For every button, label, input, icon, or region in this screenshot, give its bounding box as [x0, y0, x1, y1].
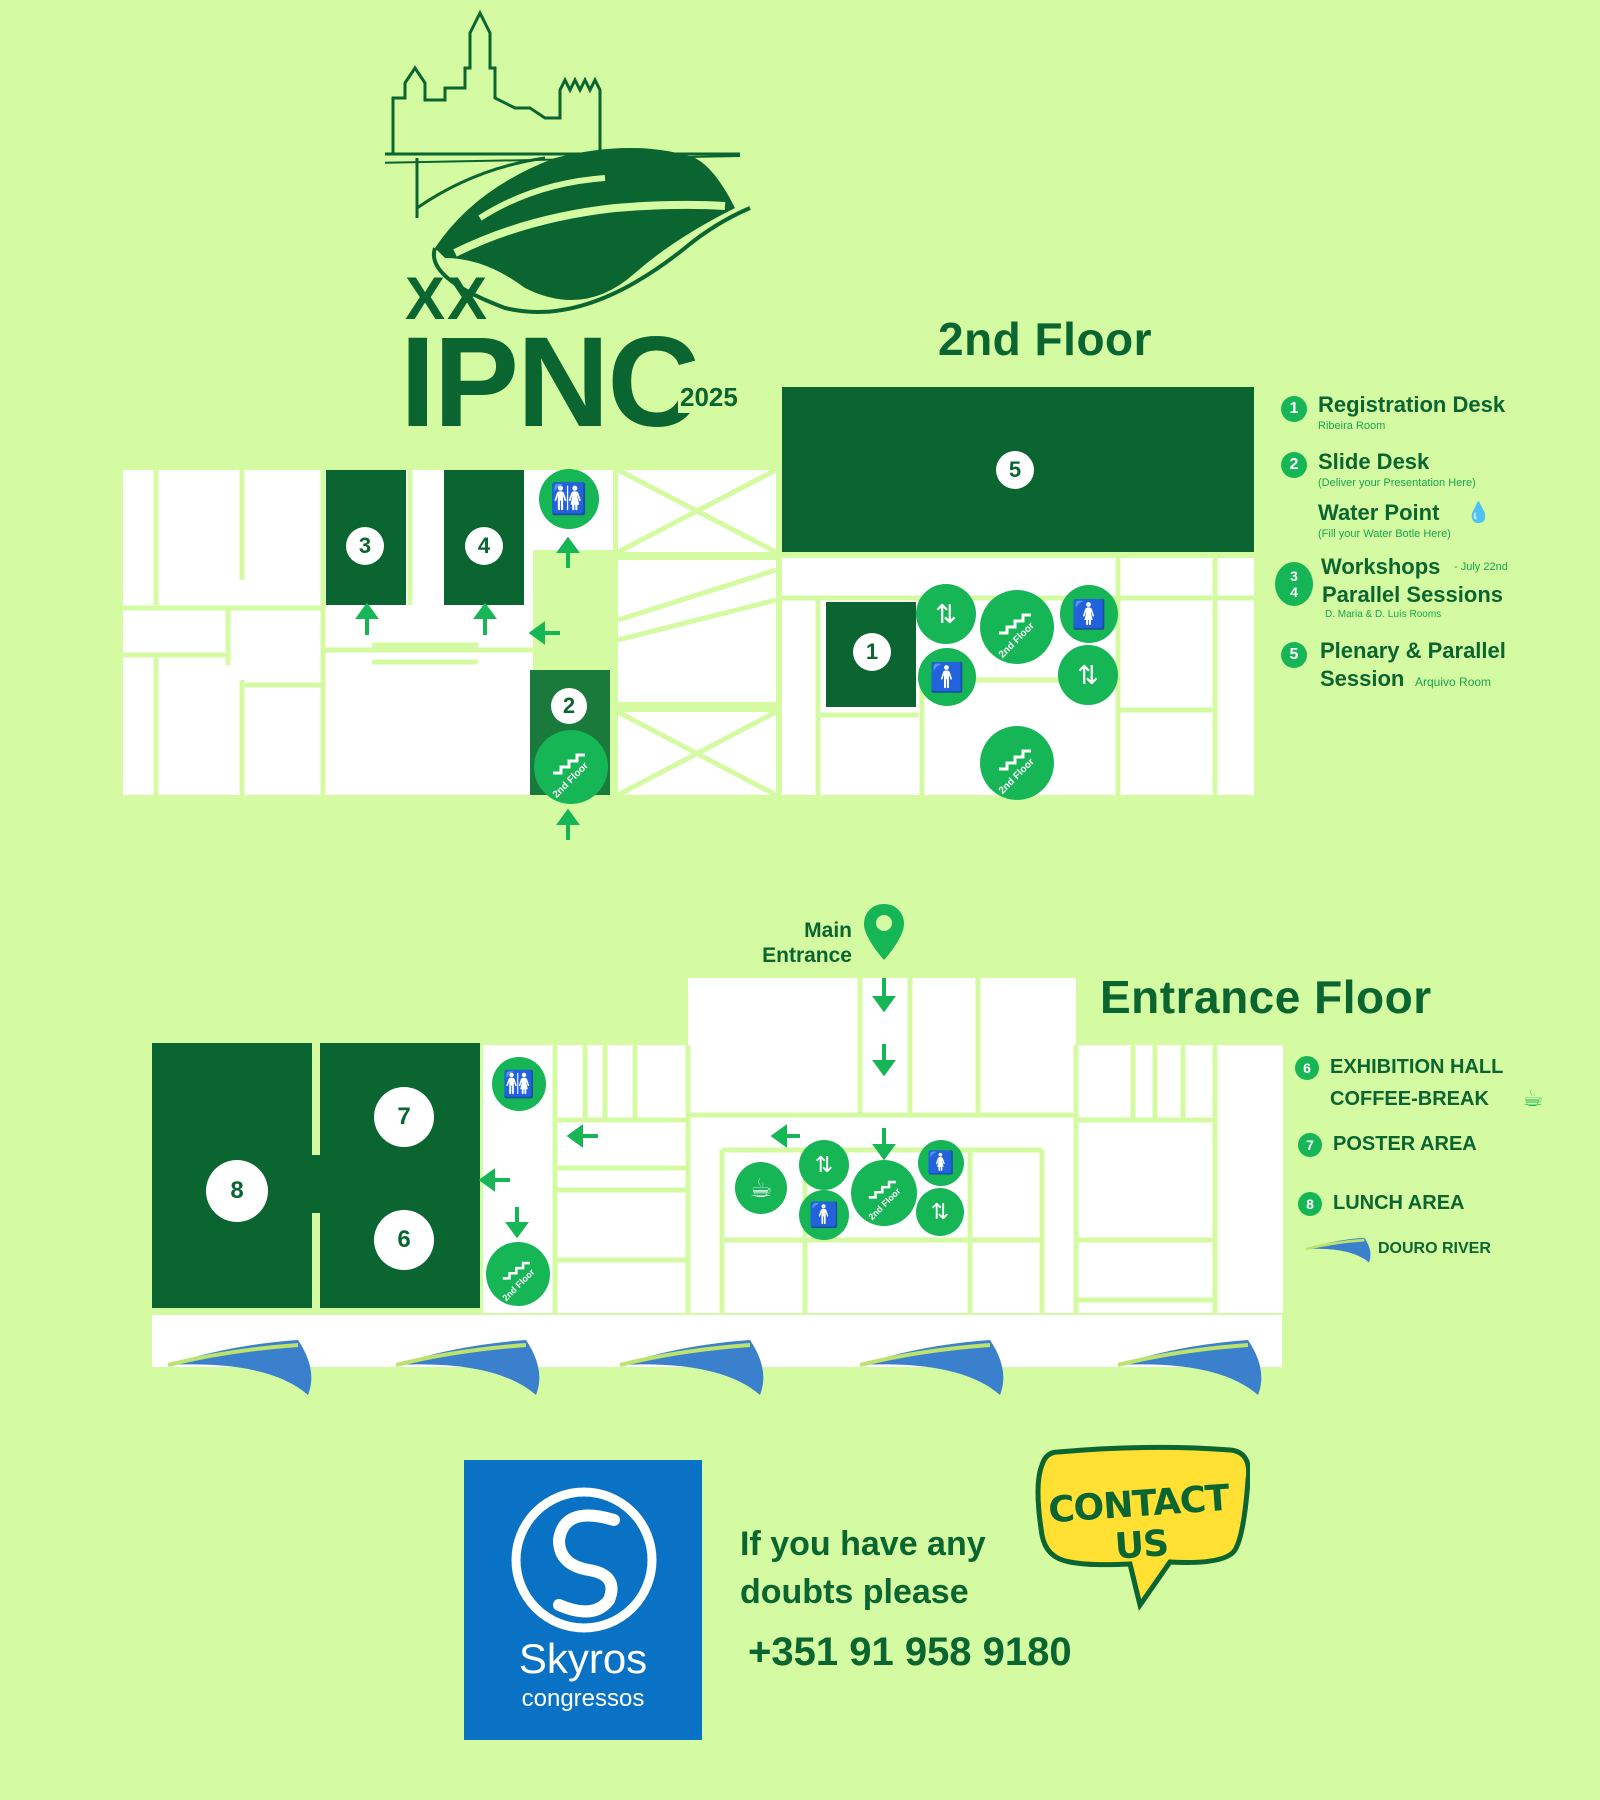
legend-douro-river: DOURO RIVER: [1378, 1240, 1491, 1257]
floor2-title: 2nd Floor: [938, 313, 1153, 365]
legend-badge-6: 6: [1295, 1056, 1319, 1080]
legend-plenary: Plenary & Parallel: [1320, 638, 1506, 663]
speech-bubble-icon: [1035, 1444, 1250, 1611]
contact-us-button[interactable]: CONTACT US: [1030, 1440, 1250, 1620]
entrance-line2: Entrance: [762, 944, 852, 967]
porto-skyline-icon: [374, 9, 751, 314]
restroom-icon: 🚻: [492, 1057, 546, 1111]
contact-us-label: CONTACT US: [1046, 1477, 1231, 1568]
stairs-glyph-icon: [999, 613, 1031, 634]
legend-water-point-sub: (Fill your Water Botle Here): [1318, 528, 1451, 540]
room-2-label: 2: [551, 688, 587, 724]
stairs-glyph-icon: [999, 749, 1031, 770]
legend-plenary-sub: Arquivo Room: [1415, 675, 1492, 689]
stairs-glyph-icon: [553, 753, 585, 774]
main-entrance-label: Main Entrance: [740, 918, 852, 968]
skyros-swirl-icon: [511, 1487, 657, 1633]
room-8-label: 8: [206, 1160, 268, 1222]
badge-4: 4: [1290, 584, 1298, 600]
floor0-title: Entrance Floor: [1100, 971, 1432, 1023]
mens-restroom-icon: 🚹: [918, 648, 976, 706]
room-6-label: 6: [374, 1210, 434, 1270]
room-4-label: 4: [465, 527, 503, 565]
legend-parallel-sub: D. Maria & D. Luís Rooms: [1325, 609, 1442, 620]
coffee-icon: ☕: [735, 1162, 787, 1214]
logo-ipnc: IPNC: [400, 311, 700, 454]
legend-registration-desk: Registration Desk: [1318, 392, 1506, 417]
stairs-icon: 2nd Floor: [980, 726, 1054, 800]
elevator-icon: ⇅: [916, 1188, 964, 1236]
legend-badge-1: 1: [1281, 396, 1307, 422]
room-5-label: 5: [996, 451, 1034, 489]
legend-poster-area: POSTER AREA: [1333, 1133, 1477, 1155]
location-pin-icon: [864, 904, 904, 960]
legend-exhibition-hall: EXHIBITION HALL: [1330, 1056, 1504, 1078]
skyros-sub: congressos: [521, 1685, 645, 1712]
room-1-label: 1: [853, 633, 891, 671]
elevator-icon: ⇅: [799, 1140, 849, 1190]
legend-registration-sub: Ribeira Room: [1318, 420, 1386, 432]
stairs-icon: 2nd Floor: [980, 590, 1054, 664]
legend-badge-2: 2: [1281, 452, 1307, 478]
water-drop-icon: 💧: [1466, 502, 1491, 524]
logo-xx: XX: [405, 265, 490, 332]
stairs-icon: 2nd Floor: [851, 1160, 917, 1226]
event-logo: [374, 8, 765, 448]
legend-coffee-break: COFFEE-BREAK: [1330, 1088, 1489, 1110]
legend-session: Session: [1320, 666, 1405, 691]
skyros-name: Skyros: [518, 1635, 648, 1682]
legend-badge-3-4: 3 4: [1275, 562, 1313, 606]
stairs-glyph-icon: [502, 1261, 530, 1280]
womens-restroom-icon: 🚺: [1060, 585, 1118, 643]
legend-lunch-area: LUNCH AREA: [1333, 1192, 1465, 1214]
legend-badge-5: 5: [1281, 642, 1307, 668]
stairs-glyph-icon: [868, 1180, 896, 1199]
river-waves: [167, 1237, 1371, 1395]
legend-badge-7: 7: [1298, 1133, 1322, 1157]
stairs-icon: 2nd Floor: [534, 730, 608, 804]
doubts-text: If you have any doubts please: [740, 1520, 986, 1616]
womens-restroom-icon: 🚺: [918, 1140, 964, 1186]
coffee-cup-icon: ☕: [1522, 1085, 1544, 1112]
doubts-line2: doubts please: [740, 1573, 969, 1611]
entrance-line1: Main: [804, 919, 852, 942]
legend-water-point: Water Point: [1318, 500, 1440, 525]
phone-number[interactable]: +351 91 958 9180: [748, 1630, 1072, 1674]
direction-arrows: [355, 536, 896, 1239]
legend-workshops-date: - July 22nd: [1454, 561, 1508, 573]
elevator-icon: ⇅: [916, 584, 976, 644]
legend-slide-desk-sub: (Deliver your Presentation Here): [1318, 477, 1476, 489]
legend-workshops: Workshops: [1321, 554, 1441, 579]
room-3-label: 3: [346, 527, 384, 565]
legend-parallel-sessions: Parallel Sessions: [1322, 582, 1503, 607]
mens-restroom-icon: 🚹: [799, 1190, 849, 1240]
stairs-icon: 2nd Floor: [486, 1242, 550, 1306]
floor2-corridor: [616, 467, 778, 798]
room-7-label: 7: [374, 1087, 434, 1147]
legend-slide-desk: Slide Desk: [1318, 449, 1430, 474]
floor0-building: [152, 978, 1283, 1367]
restroom-icon: 🚻: [539, 469, 599, 529]
legend-badge-8: 8: [1298, 1192, 1322, 1216]
logo-year: 2025: [678, 382, 740, 413]
badge-3: 3: [1290, 568, 1298, 584]
elevator-icon: ⇅: [1058, 645, 1118, 705]
doubts-line1: If you have any: [740, 1525, 986, 1563]
skyros-logo: Skyros congressos: [464, 1460, 702, 1740]
